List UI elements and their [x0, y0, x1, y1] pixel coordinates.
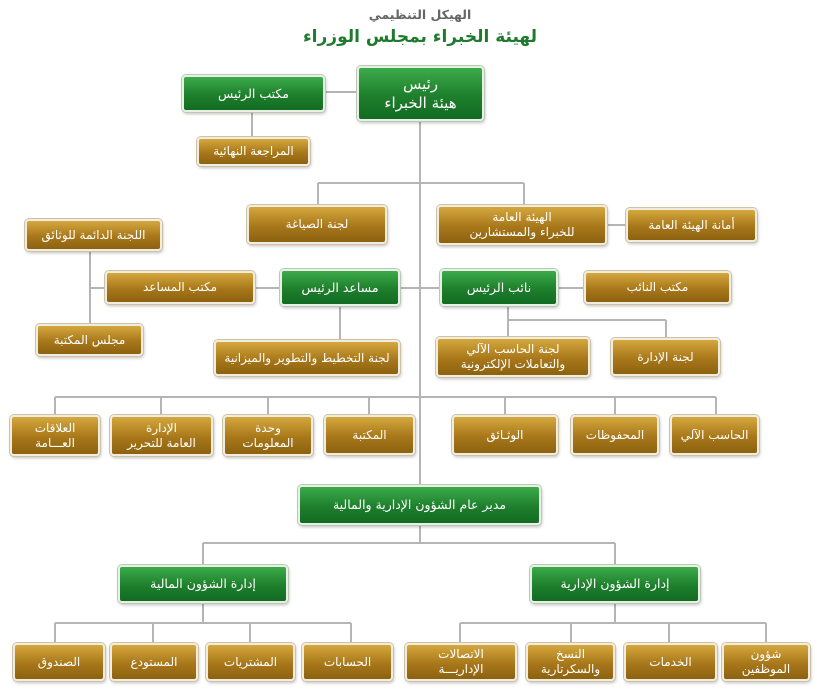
node-fund-label: الصندوق	[37, 654, 81, 669]
node-vice-president: نائب الرئيس	[440, 269, 558, 306]
node-drafting-committee: لجنة الصياغة	[247, 205, 387, 244]
node-documents-label: الوثـائق	[486, 427, 524, 442]
node-info-unit-line-2: المعلومات	[242, 435, 294, 450]
node-vice-office-label: مكتب النائب	[626, 280, 689, 294]
node-drafting-committee-label: لجنة الصياغة	[285, 217, 349, 231]
node-documents: الوثـائق	[452, 415, 558, 455]
node-public-relations-line-2: العـــامة	[35, 435, 75, 450]
node-staff-affairs-line-1: شؤون	[750, 647, 782, 661]
node-admin-dept: إدارة الشؤون الإدارية	[530, 565, 700, 603]
node-general-body-line-2: للخبراء والمستشارين	[469, 225, 575, 239]
node-admin-comms-line-2: الإداريـــة	[438, 662, 484, 676]
node-purchases: المشتريات	[206, 643, 295, 681]
node-presidents-office-label: مكتب الرئيس	[218, 85, 289, 101]
node-info-unit-line-1: وحدة	[255, 420, 281, 435]
node-services: الخدمات	[624, 643, 717, 681]
node-finance-dept: إدارة الشؤون المالية	[118, 565, 288, 603]
node-copying-secretarial-line-2: والسكرتارية	[540, 662, 601, 676]
node-staff-affairs-line-2: الموظفين	[741, 662, 791, 676]
node-editing-dept-line-1: الإدارة	[146, 420, 177, 435]
node-accounts-label: الحسابات	[323, 654, 372, 669]
node-warehouse: المستودع	[110, 643, 198, 681]
node-computer-label: الحاسب الآلي	[680, 427, 749, 442]
chart-title-line2: لهيئة الخبراء بمجلس الوزراء	[302, 27, 537, 47]
node-public-relations-line-1: العلاقات	[34, 420, 76, 435]
node-permanent-docs-committee-label: اللجنة الدائمة للوثائق	[41, 227, 146, 242]
node-editing-dept-line-2: العامة للتحرير	[127, 435, 196, 450]
node-permanent-docs-committee: اللجنة الدائمة للوثائق	[25, 219, 162, 251]
node-services-label: الخدمات	[649, 654, 692, 669]
node-library-council-label: مجلس المكتبة	[53, 332, 126, 347]
node-purchases-label: المشتريات	[223, 654, 278, 669]
node-admin-committee-label: لجنة الإدارة	[637, 349, 694, 364]
node-computer-committee-line-1: لجنة الحاسب الآلي	[466, 342, 560, 356]
node-assistant-president-label: مساعد الرئيس	[301, 279, 379, 295]
node-final-review: المراجعة النهائية	[197, 137, 310, 166]
node-final-review-label: المراجعة النهائية	[213, 144, 294, 158]
node-finance-dept-label: إدارة الشؤون المالية	[150, 576, 256, 592]
node-admin-committee: لجنة الإدارة	[611, 338, 720, 376]
node-warehouse-label: المستودع	[130, 654, 178, 669]
node-planning-committee-label: لجنة التخطيط والتطوير والميزانية	[224, 350, 390, 365]
node-general-body-line-1: الهيئة العامة	[492, 210, 552, 224]
node-gm-admin-finance-label: مدير عام الشؤون الإدارية والمالية	[332, 497, 507, 513]
node-president-line-1: رئيس	[402, 74, 439, 93]
node-archives-label: المحفوظات	[585, 427, 645, 442]
node-vice-office: مكتب النائب	[584, 271, 731, 304]
node-accounts: الحسابات	[302, 643, 393, 681]
node-assistant-office: مكتب المساعد	[105, 271, 255, 304]
node-library-label: المكتبة	[352, 427, 387, 442]
node-president-line-2: هيئة الخبراء	[384, 93, 457, 112]
node-computer-committee-line-2: والتعاملات الإلكترونية	[460, 357, 566, 371]
node-copying-secretarial-line-1: النسخ	[555, 647, 586, 661]
node-fund: الصندوق	[13, 643, 105, 681]
node-assistant-president: مساعد الرئيس	[280, 269, 400, 306]
node-assistant-office-label: مكتب المساعد	[142, 280, 218, 294]
node-computer: الحاسب الآلي	[670, 415, 759, 455]
node-vice-president-label: نائب الرئيس	[466, 279, 532, 295]
chart-title-line1: الهيكل التنظيمي	[368, 7, 472, 22]
node-library: المكتبة	[324, 415, 415, 455]
node-planning-committee: لجنة التخطيط والتطوير والميزانية	[214, 340, 400, 376]
node-gm-admin-finance: مدير عام الشؤون الإدارية والمالية	[298, 485, 541, 525]
node-general-secretariat: أمانة الهيئة العامة	[626, 208, 757, 242]
node-archives: المحفوظات	[571, 415, 659, 455]
node-presidents-office: مكتب الرئيس	[182, 75, 325, 112]
node-admin-dept-label: إدارة الشؤون الإدارية	[560, 576, 670, 592]
node-admin-comms-line-1: الاتصالات	[438, 647, 484, 661]
node-general-secretariat-label: أمانة الهيئة العامة	[648, 217, 735, 232]
node-library-council: مجلس المكتبة	[36, 324, 143, 356]
